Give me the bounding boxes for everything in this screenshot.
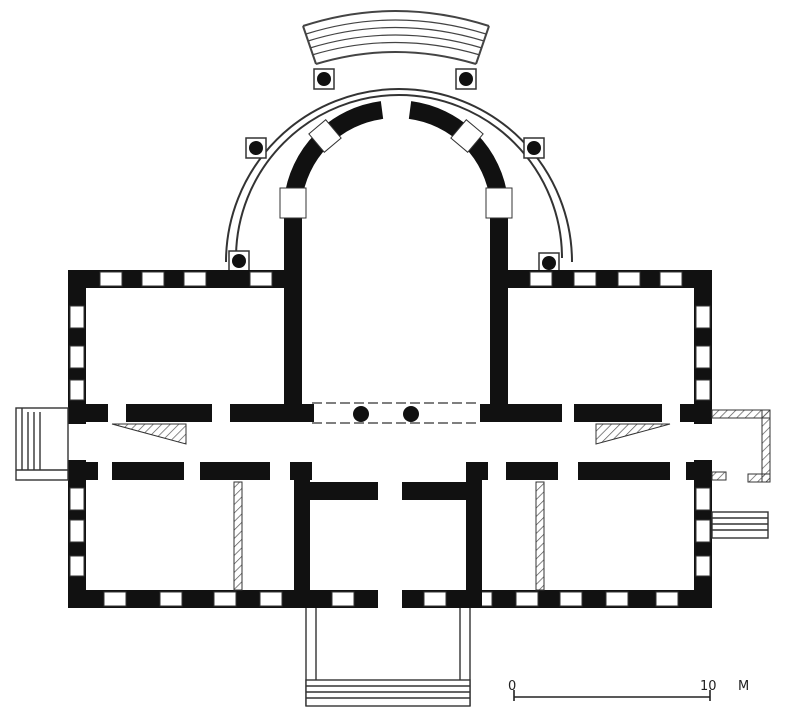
scale-start-label: 0 [508, 679, 516, 694]
partitions [233, 481, 545, 591]
windows [69, 271, 711, 607]
apse-column [245, 137, 267, 159]
front-colonnade [312, 402, 480, 424]
left-entrance-gap [68, 424, 86, 460]
corridor-walls [68, 404, 712, 608]
front-column [353, 406, 369, 422]
apse-colonnade [225, 88, 573, 263]
apse-column [228, 250, 250, 272]
apse-columns [228, 68, 560, 274]
scale-unit-label: M [738, 679, 749, 694]
apse-wall [279, 101, 513, 412]
apse-column [523, 137, 545, 159]
left-steps [15, 407, 69, 481]
scale-bar: 0 10 M [508, 679, 749, 701]
apse-top-steps [302, 10, 490, 65]
bottom-steps [305, 608, 471, 707]
front-column [403, 406, 419, 422]
right-steps [711, 511, 769, 539]
apse-column [455, 68, 477, 90]
scale-end-label: 10 [700, 679, 717, 694]
staircases [111, 423, 671, 445]
right-entrance-gap [694, 424, 712, 460]
apse-column [313, 68, 335, 90]
apse-column [538, 252, 560, 274]
right-annex [711, 409, 771, 483]
